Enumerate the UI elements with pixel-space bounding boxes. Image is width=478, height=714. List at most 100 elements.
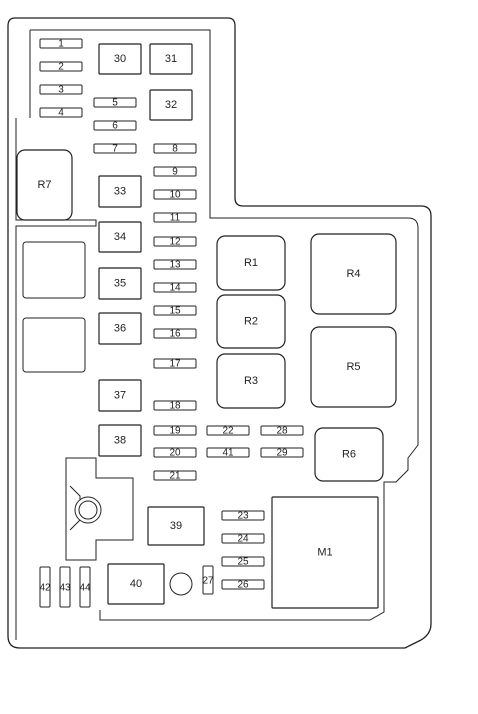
fuse-18-label: 18 — [169, 401, 181, 412]
block-fuse-33-box — [98, 175, 142, 208]
fuse-7-box — [93, 143, 137, 154]
fuse-15-label: 15 — [169, 306, 181, 317]
fuse-13-label: 13 — [169, 260, 181, 271]
fuse-12-box — [153, 236, 197, 247]
fuse-22-label: 22 — [222, 426, 234, 437]
relay-r5-label: R5 — [346, 361, 360, 373]
relay-r4-box — [310, 233, 397, 315]
relay-r2-label: R2 — [244, 316, 258, 328]
fuse-7-label: 7 — [112, 144, 118, 155]
fuse-6-label: 6 — [112, 121, 118, 132]
fuse-4-label: 4 — [58, 108, 64, 119]
empty-slot-lower — [22, 317, 86, 373]
fuse-29-label: 29 — [276, 448, 288, 459]
block-fuse-40-label: 40 — [130, 578, 142, 590]
block-fuse-32-box — [149, 89, 193, 121]
block-fuse-34-box — [98, 221, 142, 253]
fuse-29-box — [260, 447, 304, 458]
fuse-12-label: 12 — [169, 237, 181, 248]
fuse-14-box — [153, 282, 197, 293]
fuse-10-label: 10 — [169, 190, 181, 201]
fuse-5-box — [93, 97, 137, 108]
relay-r7-box — [16, 149, 73, 221]
fuse-4-box — [39, 107, 83, 118]
fuse-16-box — [153, 328, 197, 339]
fuse-41-box — [206, 447, 250, 458]
fuse-15-box — [153, 305, 197, 316]
block-fuse-38-label: 38 — [114, 435, 126, 447]
fuse-8-box — [153, 143, 197, 154]
block-fuse-34-label: 34 — [114, 231, 126, 243]
fuse-10-box — [153, 189, 197, 200]
relay-r1-label: R1 — [244, 257, 258, 269]
fuse-14-label: 14 — [169, 283, 181, 294]
fuse-19-label: 19 — [169, 426, 181, 437]
fuse-2-label: 2 — [58, 62, 64, 73]
fuse-28-label: 28 — [276, 426, 288, 437]
relay-m1-box — [271, 496, 379, 609]
block-fuse-33-label: 33 — [114, 186, 126, 198]
fuse-13-box — [153, 259, 197, 270]
block-fuse-32-label: 32 — [165, 99, 177, 111]
fuse-21-box — [153, 470, 197, 481]
fuse-box-inner-outline — [15, 29, 419, 640]
relay-r6-label: R6 — [342, 449, 356, 461]
block-fuse-30-label: 30 — [114, 53, 126, 65]
fuse-23-label: 23 — [237, 511, 249, 522]
block-fuse-36-label: 36 — [114, 323, 126, 335]
fuse-22-box — [206, 425, 250, 436]
fuse-20-label: 20 — [169, 448, 181, 459]
fuse-20-box — [153, 447, 197, 458]
fuse-9-label: 9 — [172, 167, 178, 178]
fuse-43-label: 43 — [59, 583, 71, 594]
fuse-1-box — [39, 38, 83, 49]
relay-r5-box — [310, 326, 397, 408]
block-fuse-31-box — [149, 43, 193, 75]
fuse-11-box — [153, 212, 197, 223]
fuse-16-label: 16 — [169, 329, 181, 340]
block-fuse-40-box — [107, 563, 165, 605]
fuse-42-label: 42 — [39, 583, 51, 594]
fuse-9-box — [153, 166, 197, 177]
relay-r2-box — [216, 294, 286, 349]
fuse-11-label: 11 — [170, 213, 181, 224]
empty-slot-upper — [22, 241, 86, 299]
fuse-41-label: 41 — [222, 448, 234, 459]
fuse-5-label: 5 — [112, 98, 118, 109]
relay-r1-box — [216, 235, 286, 291]
relay-m1-label: M1 — [317, 547, 332, 559]
block-fuse-35-label: 35 — [114, 278, 126, 290]
fuse-8-label: 8 — [172, 144, 178, 155]
fuse-26-label: 26 — [237, 580, 249, 591]
relay-r7-label: R7 — [37, 179, 51, 191]
fuse-3-label: 3 — [58, 85, 64, 96]
fuse-17-box — [153, 358, 197, 369]
block-fuse-39-box — [147, 506, 205, 546]
connector-circle-icon — [169, 572, 193, 596]
fuse-27-label: 27 — [202, 576, 214, 587]
fuse-1-label: 1 — [58, 39, 64, 50]
fuse-25-box — [221, 556, 265, 567]
block-fuse-38-box — [98, 424, 142, 457]
fuse-42-box — [39, 566, 51, 608]
fuse-44-box — [79, 566, 91, 608]
fuse-21-label: 21 — [169, 471, 181, 482]
block-fuse-39-label: 39 — [170, 520, 182, 532]
relay-r6-box — [314, 427, 384, 482]
block-fuse-30-box — [98, 43, 142, 75]
block-fuse-37-box — [98, 379, 142, 412]
fuse-19-box — [153, 425, 197, 436]
fuse-6-box — [93, 120, 137, 131]
fuse-24-box — [221, 533, 265, 544]
relay-r3-box — [216, 353, 286, 409]
fuse-23-box — [221, 510, 265, 521]
fuse-25-label: 25 — [237, 557, 249, 568]
block-fuse-31-label: 31 — [165, 53, 177, 65]
fuse-26-box — [221, 579, 265, 590]
fuse-2-box — [39, 61, 83, 72]
fuse-3-box — [39, 84, 83, 95]
fuse-24-label: 24 — [237, 534, 249, 545]
mounting-bolt-icon-inner — [78, 500, 98, 520]
fuse-27-box — [202, 565, 214, 595]
